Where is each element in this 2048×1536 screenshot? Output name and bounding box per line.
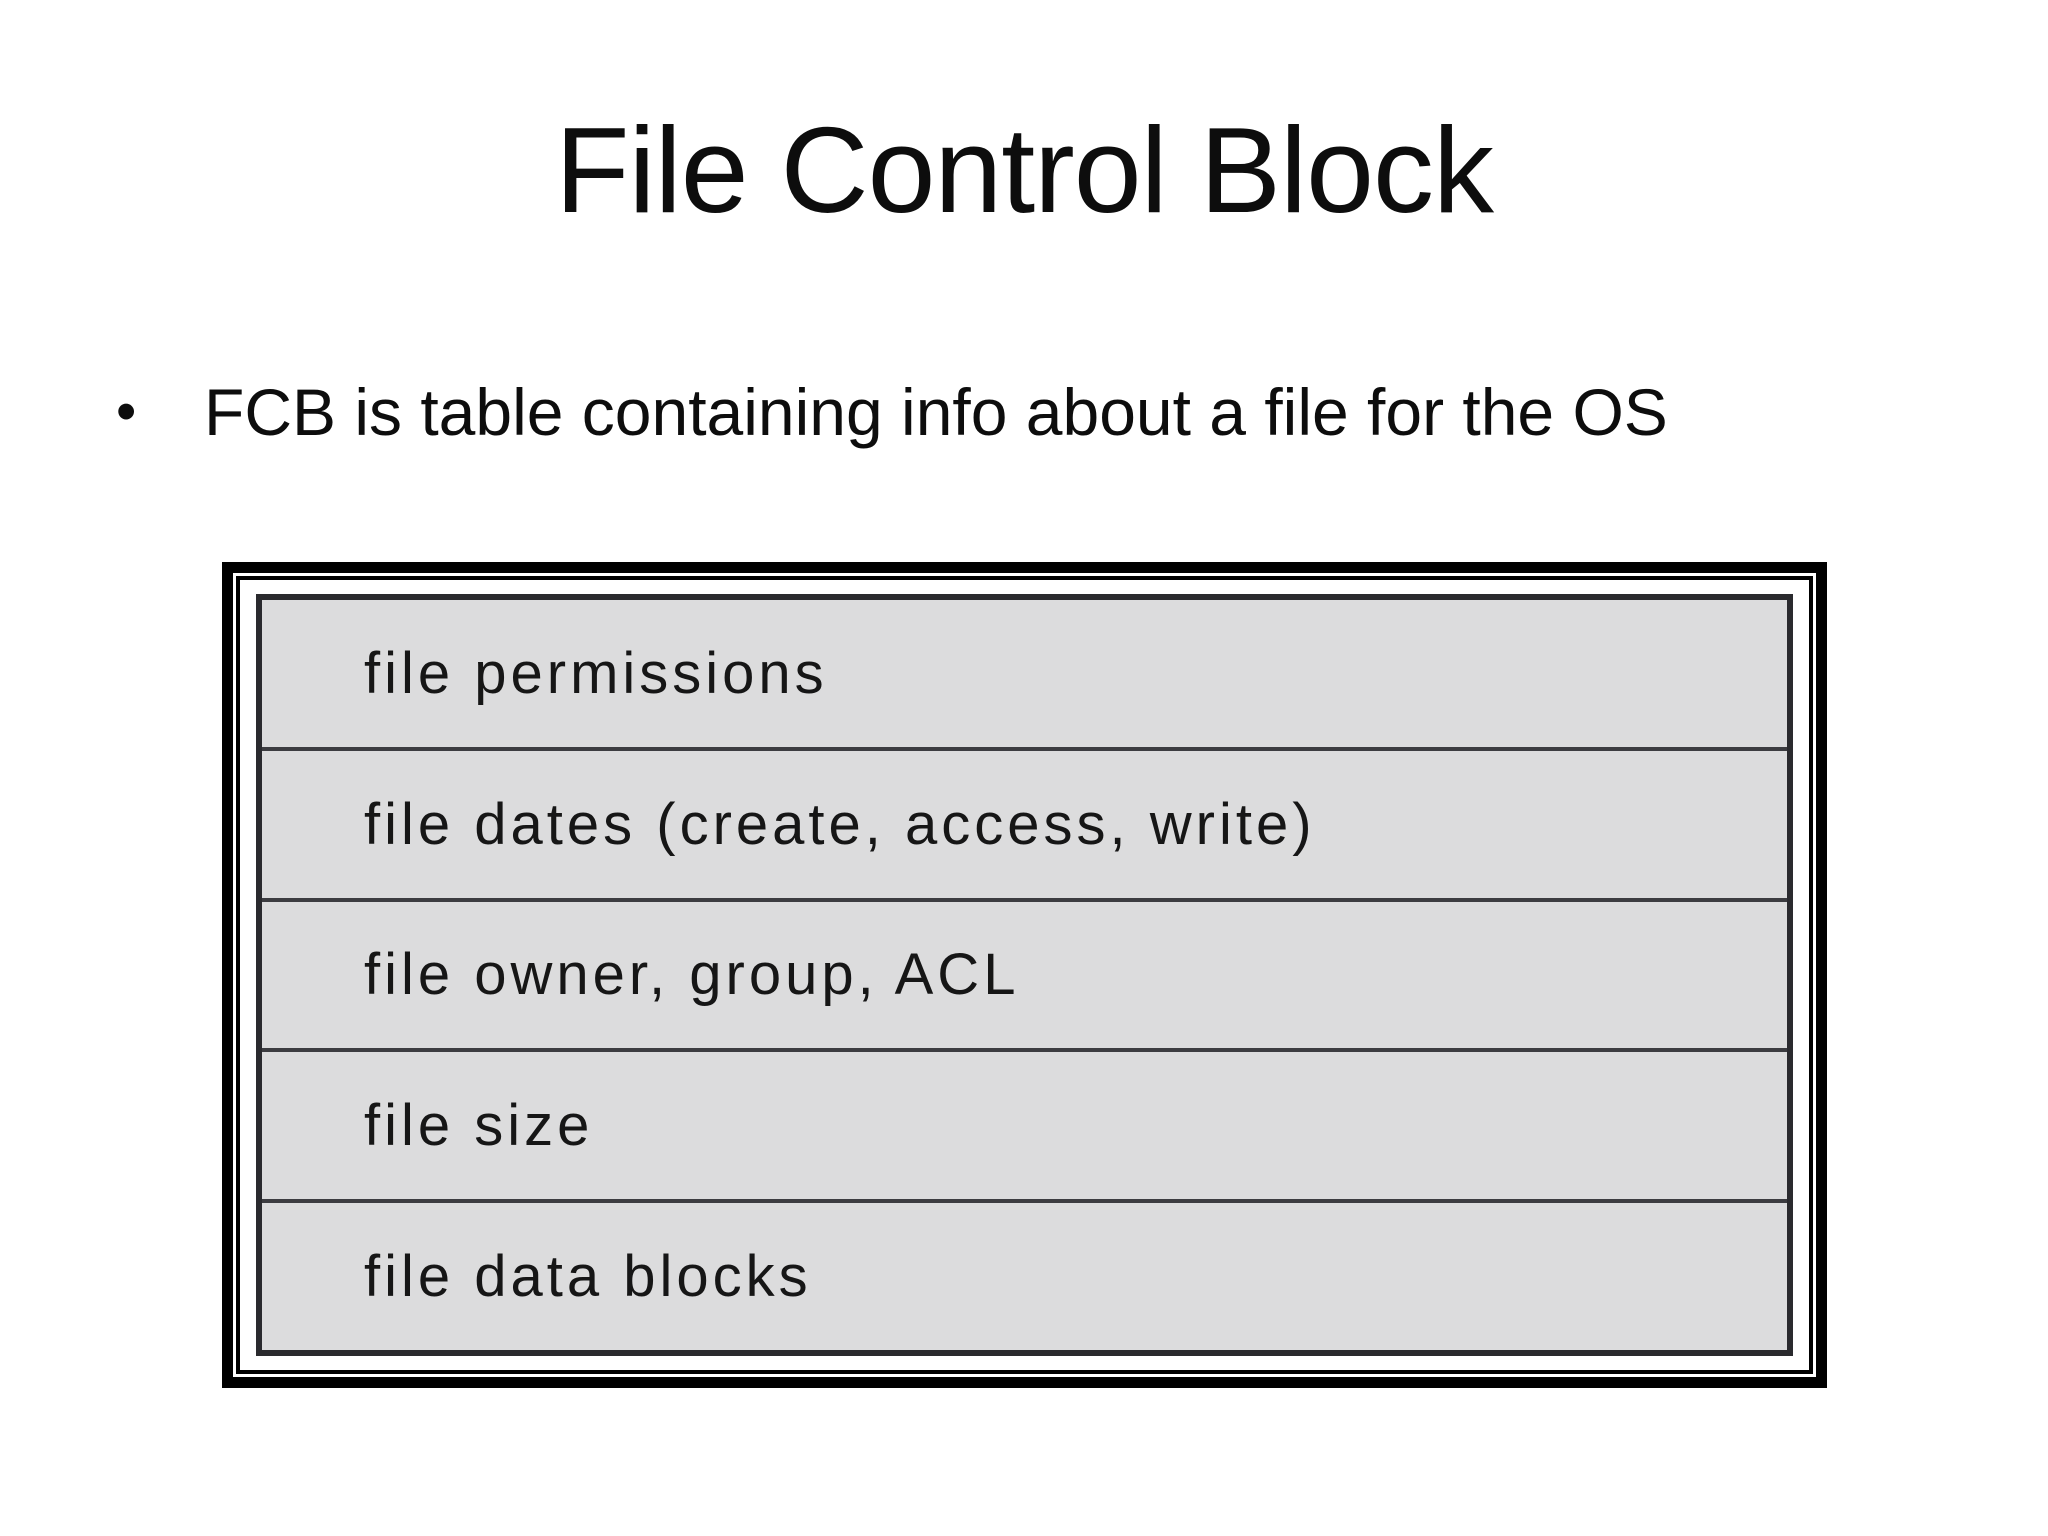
fcb-row-label: file dates (create, access, write): [364, 791, 1316, 857]
fcb-row: file permissions: [262, 600, 1787, 747]
fcb-figure-frame: file permissions file dates (create, acce…: [222, 562, 1827, 1388]
fcb-row: file owner, group, ACL: [262, 897, 1787, 1049]
fcb-figure-frame-inner: file permissions file dates (create, acce…: [236, 576, 1813, 1374]
fcb-row: file data blocks: [262, 1199, 1787, 1350]
bullet-line: • FCB is table containing info about a f…: [100, 376, 1900, 449]
fcb-table: file permissions file dates (create, acce…: [256, 594, 1793, 1356]
fcb-row: file size: [262, 1048, 1787, 1200]
bullet-text: FCB is table containing info about a fil…: [204, 375, 1668, 449]
fcb-row-label: file data blocks: [364, 1244, 812, 1310]
fcb-row-label: file size: [364, 1093, 594, 1159]
fcb-row: file dates (create, access, write): [262, 746, 1787, 898]
slide-title: File Control Block: [555, 102, 1494, 238]
fcb-row-label: file owner, group, ACL: [364, 942, 1020, 1008]
fcb-row-label: file permissions: [364, 640, 828, 706]
bullet-marker: •: [116, 379, 137, 444]
